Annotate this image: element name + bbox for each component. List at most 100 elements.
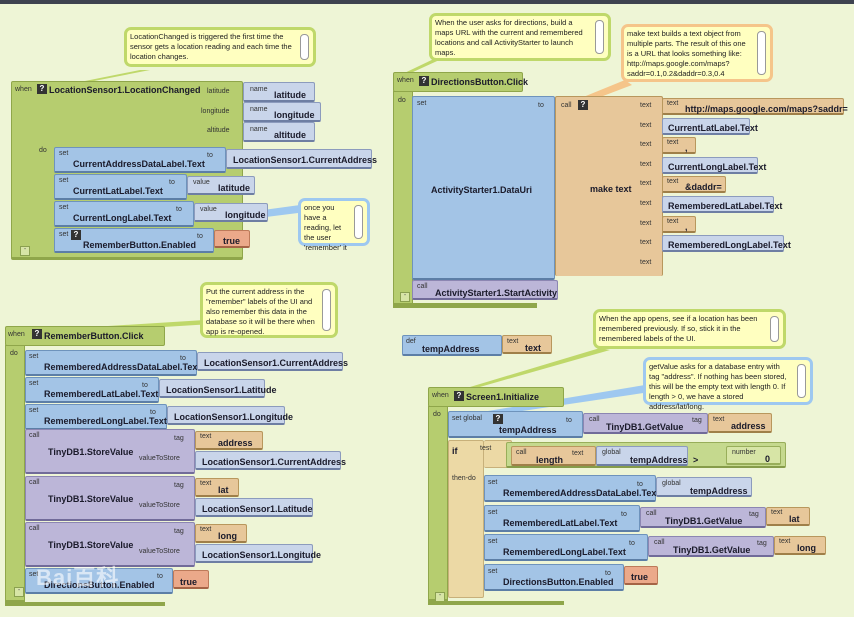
getter-part-block[interactable]: CurrentLatLabel.Text xyxy=(662,117,758,135)
param-label: altitude xyxy=(207,127,230,134)
comment-scroll[interactable] xyxy=(322,289,331,331)
when-label: when xyxy=(432,392,449,399)
value-latitude[interactable]: value latitude xyxy=(187,176,255,195)
event-block-directions-click[interactable]: when ? DirectionsButton.Click xyxy=(393,72,528,92)
comment-location-changed[interactable]: LocationChanged is triggered the first t… xyxy=(124,27,316,67)
comment-remember[interactable]: Put the current address in the "remember… xyxy=(200,282,338,338)
sensor-getter[interactable]: LocationSensor1.Latitude xyxy=(195,497,313,517)
then-do-label: then-do xyxy=(452,475,476,482)
comment-scroll[interactable] xyxy=(757,31,766,75)
set-data-uri[interactable]: set ActivityStarter1.DataUri to xyxy=(412,96,555,280)
comment-scroll[interactable] xyxy=(797,364,806,398)
help-icon[interactable]: ? xyxy=(37,84,47,94)
set-remember-enabled[interactable]: set ? RememberButton.Enabled to xyxy=(54,228,214,253)
part-value: CurrentLatLabel.Text xyxy=(668,122,758,133)
number-block[interactable]: number 0 xyxy=(726,446,781,465)
sensor-getter[interactable]: LocationSensor1.Longitude xyxy=(167,406,293,425)
param-name-longitude[interactable]: name longitude xyxy=(243,102,321,122)
sensor-getter[interactable]: LocationSensor1.Latitude xyxy=(159,379,277,398)
text-part-block[interactable]: text&daddr= xyxy=(662,176,726,194)
to-label: to xyxy=(538,102,544,109)
def-temp-address[interactable]: def tempAddress xyxy=(402,335,502,356)
if-block[interactable]: if then-do xyxy=(448,440,484,598)
help-icon[interactable]: ? xyxy=(493,414,503,424)
help-icon[interactable]: ? xyxy=(419,76,429,86)
comment-make-text[interactable]: make text builds a text object from mult… xyxy=(621,24,773,82)
value-longitude[interactable]: value longitude xyxy=(194,203,268,222)
sensor-getter[interactable]: LocationSensor1.CurrentAddress xyxy=(195,451,346,470)
help-icon[interactable]: ? xyxy=(578,100,588,110)
comment-scroll[interactable] xyxy=(300,34,309,60)
set-label: set xyxy=(59,231,69,238)
set-label: set xyxy=(488,508,498,516)
value-name: latitude xyxy=(218,183,251,193)
getter-part-block[interactable]: RememberedLongLabel.Text xyxy=(662,235,791,253)
true-block[interactable]: true xyxy=(214,230,250,248)
set-global-temp-address[interactable]: set global ? tempAddress to xyxy=(448,411,583,438)
set-current-lat[interactable]: set CurrentLatLabel.Text to xyxy=(54,174,187,200)
sensor-getter[interactable]: LocationSensor1.Longitude xyxy=(195,544,321,563)
global-temp-address[interactable]: global tempAddress xyxy=(596,446,688,466)
set-current-address[interactable]: set CurrentAddressDataLabel.Text to xyxy=(54,147,226,173)
event-block-remember-click[interactable]: when ? RememberButton.Click xyxy=(5,326,165,346)
collapse-button[interactable]: - xyxy=(400,292,410,302)
text-part-block[interactable]: text, xyxy=(662,215,696,233)
getter-part-block[interactable]: RememberedLatLabel.Text xyxy=(662,196,782,213)
comment-once-reading[interactable]: once you have a reading, let the user 'r… xyxy=(298,198,370,252)
getter-part-block[interactable]: CurrentLongLabel.Text xyxy=(662,156,766,174)
getter-current-address[interactable]: LocationSensor1.CurrentAddress xyxy=(226,149,377,169)
comment-directions[interactable]: When the user asks for directions, build… xyxy=(429,13,611,61)
event-name: LocationSensor1.LocationChanged xyxy=(49,85,201,95)
comment-scroll[interactable] xyxy=(770,316,779,342)
param-name-latitude[interactable]: name latitude xyxy=(243,82,315,102)
comment-scroll[interactable] xyxy=(354,205,363,239)
set-current-long[interactable]: set CurrentLongLabel.Text to xyxy=(54,201,194,227)
make-text-block[interactable]: call ? make text xyxy=(555,96,663,276)
set-target: RememberedLatLabel.Text xyxy=(44,389,159,399)
to-label: to xyxy=(566,417,572,424)
call-length[interactable]: call length text xyxy=(511,446,596,466)
sensor-getter[interactable]: LocationSensor1.CurrentAddress xyxy=(197,352,348,371)
help-icon[interactable]: ? xyxy=(71,230,81,240)
true-block[interactable]: true xyxy=(173,570,209,589)
getter-value: LocationSensor1.Longitude xyxy=(174,412,294,422)
text-block[interactable]: text text xyxy=(502,335,552,354)
call-get-value-address[interactable]: call TinyDB1.GetValue tag xyxy=(583,413,708,434)
text-part-block[interactable]: text, xyxy=(662,137,696,155)
call-start-activity[interactable]: call ActivityStarter1.StartActivity xyxy=(412,280,558,300)
event-block-screen-initialize[interactable]: when ? Screen1.Initialize xyxy=(428,387,564,407)
to-label: to xyxy=(605,569,611,577)
text-address[interactable]: text address xyxy=(708,413,772,433)
set-directions-enabled[interactable]: set DirectionsButton.Enabled to xyxy=(25,568,173,594)
collapse-button[interactable]: - xyxy=(20,246,30,256)
comment-scroll[interactable] xyxy=(595,20,604,54)
help-icon[interactable]: ? xyxy=(454,391,464,401)
comment-get-value[interactable]: getValue asks for a database entry with … xyxy=(643,357,813,411)
make-text-label: make text xyxy=(590,184,632,194)
comment-app-opens[interactable]: When the app opens, see if a location ha… xyxy=(593,309,786,349)
help-icon[interactable]: ? xyxy=(32,329,42,339)
tag-label: tag xyxy=(174,435,184,442)
true-block[interactable]: true xyxy=(624,565,658,585)
collapse-button[interactable]: - xyxy=(14,587,24,597)
param-name-altitude[interactable]: name altitude xyxy=(243,122,315,142)
